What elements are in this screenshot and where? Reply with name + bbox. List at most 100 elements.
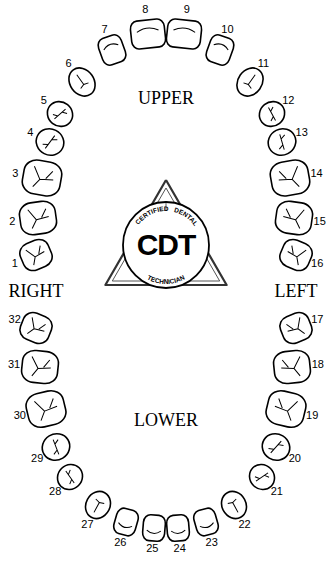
tooth-crown	[166, 514, 190, 542]
tooth-crown	[274, 200, 314, 237]
tooth-crown	[42, 96, 77, 131]
tooth-crown	[272, 349, 311, 385]
tooth-number: 21	[271, 486, 283, 497]
tooth-fissure	[28, 207, 50, 229]
tooth-outline	[17, 236, 56, 273]
tooth-fissure	[277, 166, 301, 190]
tooth-crown	[166, 18, 203, 50]
emblem-letters: CDT	[137, 230, 196, 260]
tooth-number: 9	[184, 4, 190, 15]
tooth-number: 15	[314, 216, 326, 227]
tooth-number: 3	[12, 168, 18, 179]
tooth-outline	[24, 388, 69, 430]
tooth-number: 16	[311, 258, 323, 269]
tooth-fissure	[90, 499, 104, 515]
tooth-fissure	[34, 396, 59, 421]
tooth-fissure	[73, 72, 89, 89]
tooth-crown	[277, 236, 316, 273]
tooth-number: 1	[12, 258, 18, 269]
tooth-outline	[20, 349, 59, 385]
tooth-number: 8	[142, 4, 148, 15]
tooth-fissure	[263, 105, 280, 123]
tooth-fissure	[137, 27, 159, 32]
tooth-outline	[277, 236, 316, 273]
tooth-fissure	[173, 27, 195, 32]
tooth-outline	[166, 514, 190, 542]
tooth-number: 26	[114, 537, 126, 548]
tooth-crown	[96, 33, 128, 67]
tooth-outline	[20, 158, 63, 198]
tooth-fissure	[280, 357, 302, 378]
tooth-number: 32	[9, 314, 21, 325]
tooth-fissure	[171, 530, 185, 534]
tooth-fissure	[42, 133, 59, 152]
tooth-outline	[277, 309, 315, 346]
tooth-fissure	[51, 105, 68, 123]
emblem-ring	[123, 202, 209, 288]
side-label: RIGHT	[9, 282, 64, 300]
tooth-crown	[268, 158, 311, 198]
tooth-outline	[272, 349, 311, 385]
tooth-number: 23	[206, 537, 218, 548]
side-label: LEFT	[275, 282, 318, 300]
tooth-number: 6	[66, 58, 72, 69]
tooth-number: 28	[49, 486, 61, 497]
tooth-outline	[81, 487, 115, 523]
tooth-number: 27	[81, 519, 93, 530]
tooth-number: 30	[14, 410, 26, 421]
tooth-number: 11	[258, 58, 269, 69]
tooth-outline	[17, 309, 55, 346]
tooth-number: 12	[282, 95, 294, 106]
tooth-number: 5	[41, 95, 47, 106]
tooth-fissure	[228, 499, 242, 515]
tooth-crown	[20, 158, 63, 198]
tooth-fissure	[282, 207, 304, 229]
tooth-fissure	[61, 468, 79, 486]
tooth-number: 24	[174, 543, 186, 554]
tooth-crown	[112, 507, 140, 538]
tooth-fissure	[103, 42, 118, 50]
tooth-crown	[264, 124, 301, 160]
tooth-outline	[268, 158, 311, 198]
tooth-outline	[18, 200, 58, 237]
tooth-crown	[217, 487, 251, 523]
tooth-number: 2	[9, 216, 15, 227]
teeth	[17, 18, 316, 542]
tooth-outline	[42, 96, 77, 131]
tooth-crown	[32, 124, 69, 160]
tooth-outline	[96, 33, 128, 67]
tooth-fissure	[118, 523, 132, 530]
cdt-emblem: CERTIFIEDDENTALTECHNICIAN	[105, 180, 226, 288]
tooth-fissure	[30, 357, 52, 378]
tooth-crown	[17, 236, 56, 273]
tooth-outline	[217, 487, 251, 523]
tooth-outline	[166, 18, 203, 50]
tooth-number: 17	[311, 314, 323, 325]
tooth-fissure	[243, 72, 259, 89]
tooth-crown	[81, 487, 115, 523]
tooth-crown	[142, 514, 166, 542]
tooth-number: 22	[238, 519, 250, 530]
emblem-ring-text: DENTAL	[173, 206, 199, 227]
tooth-outline	[204, 33, 236, 67]
tooth-fissure	[200, 523, 214, 530]
tooth-fissure	[47, 437, 65, 456]
tooth-fissure	[274, 133, 291, 152]
tooth-fissure	[267, 437, 285, 456]
tooth-outline	[32, 124, 69, 160]
tooth-fissure	[31, 166, 55, 190]
tooth-outline	[264, 388, 309, 430]
tooth-fissure	[273, 396, 298, 421]
tooth-crown	[130, 18, 167, 50]
tooth-crown	[17, 309, 55, 346]
tooth-number: 4	[27, 127, 33, 138]
tooth-number: 10	[221, 24, 233, 35]
tooth-fissure	[26, 317, 48, 339]
tooth-crown	[192, 507, 220, 538]
tooth-outline	[192, 507, 220, 538]
arch-label: UPPER	[138, 89, 194, 107]
tooth-fissure	[285, 317, 307, 339]
tooth-number: 20	[289, 453, 301, 464]
emblem-ring-text: TECHNICIAN	[146, 273, 186, 285]
